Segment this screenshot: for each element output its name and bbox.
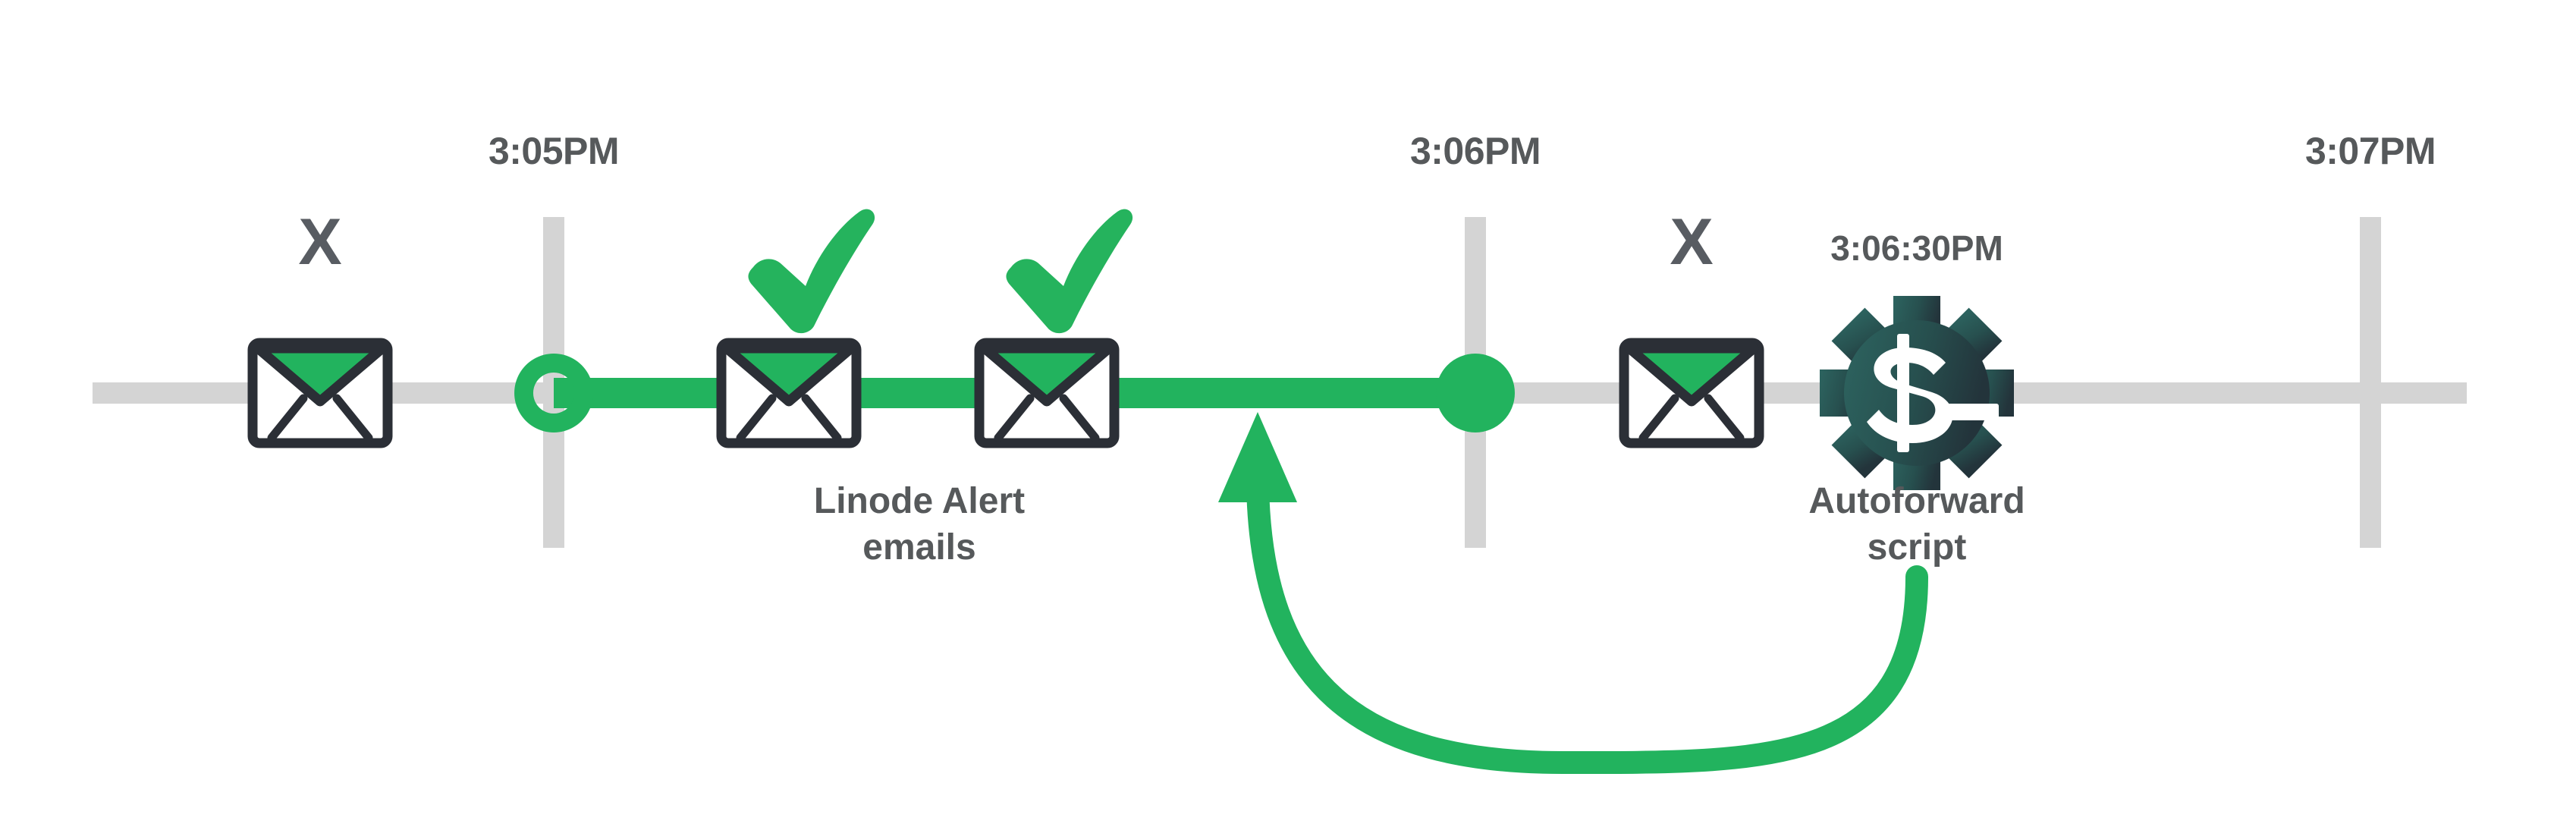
tick-label-307: 3:07PM	[2304, 130, 2436, 172]
x-mark-2: X	[1670, 206, 1714, 278]
linode-alert-emails-label: Linode Alert emails	[814, 478, 1025, 571]
checkmark-icon-2	[1006, 209, 1133, 334]
autoforward-script-line-2: script	[1867, 527, 1967, 568]
tick-mark-307	[2360, 217, 2381, 548]
envelope-icon-2	[716, 338, 862, 448]
checkmark-icon-1	[748, 209, 875, 334]
envelope-icon-4	[1619, 338, 1764, 448]
gear-dollar-icon	[1820, 296, 2014, 490]
envelope-icon-3	[974, 338, 1120, 448]
envelope-icon-1	[247, 338, 393, 448]
linode-alert-emails-line-1: Linode Alert	[813, 481, 1026, 521]
tick-label-305: 3:05PM	[488, 130, 620, 172]
autoforward-script-line-1: Autoforward	[1808, 481, 2025, 521]
x-mark-1: X	[298, 206, 342, 278]
end-dot-marker	[1436, 354, 1515, 432]
start-ring-marker	[514, 354, 594, 432]
autoforward-timestamp: 3:06:30PM	[1830, 228, 2003, 268]
tick-label-306: 3:06PM	[1409, 130, 1541, 172]
feedback-arrow	[1218, 412, 1928, 775]
autoforward-script-label: Autoforward script	[1808, 478, 2025, 571]
linode-alert-emails-line-2: emails	[862, 527, 976, 568]
